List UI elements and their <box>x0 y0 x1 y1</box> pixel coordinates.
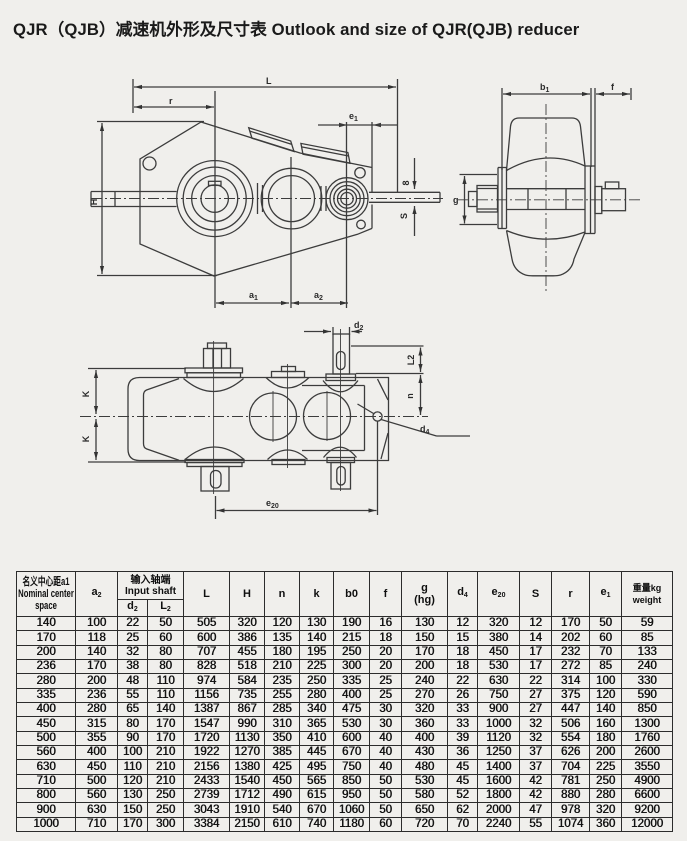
svg-text:f: f <box>611 82 615 92</box>
svg-text:K: K <box>81 435 91 442</box>
svg-text:e1: e1 <box>349 111 358 123</box>
svg-text:K: K <box>81 390 91 397</box>
svg-text:a1: a1 <box>249 290 258 302</box>
svg-text:d2: d2 <box>354 320 364 332</box>
svg-text:d4: d4 <box>420 424 430 436</box>
svg-text:g: g <box>453 195 459 205</box>
svg-text:S: S <box>399 213 409 219</box>
svg-text:H: H <box>89 199 99 206</box>
svg-text:b1: b1 <box>540 82 550 94</box>
svg-text:L2: L2 <box>406 355 416 366</box>
svg-text:a2: a2 <box>314 290 323 302</box>
svg-text:r: r <box>169 96 173 106</box>
svg-text:n: n <box>405 393 415 399</box>
svg-text:8: 8 <box>401 180 411 185</box>
svg-text:e20: e20 <box>266 498 279 510</box>
svg-text:L: L <box>266 76 272 86</box>
